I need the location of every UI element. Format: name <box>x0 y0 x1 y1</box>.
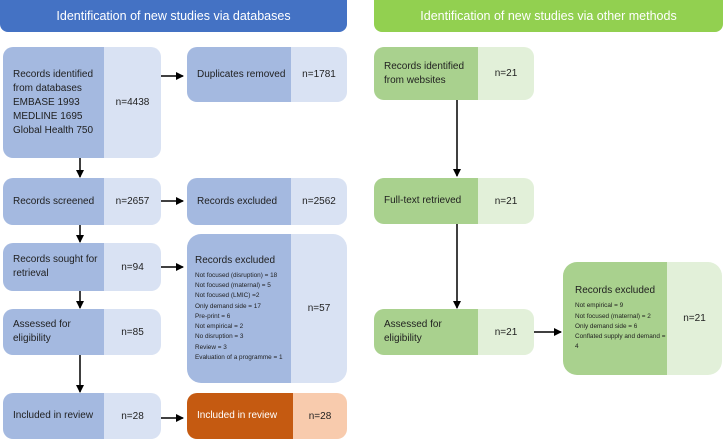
other-assessed-eligibility-n: n=21 <box>478 309 534 355</box>
reason-item: Not focused (maternal) = 5 <box>195 282 271 290</box>
other-assessed-eligibility-box: Assessed for eligibility n=21 <box>374 309 534 355</box>
records-identified-n: n=4438 <box>104 47 161 158</box>
records-excluded-label: Records excluded <box>197 195 278 207</box>
databases-header: Identification of new studies via databa… <box>0 0 347 32</box>
duplicates-removed-box: Duplicates removed n=1781 <box>187 47 347 102</box>
reason-item: No disruption = 3 <box>195 333 244 341</box>
assessed-eligibility-box: Assessed for eligibility n=85 <box>3 309 161 355</box>
reason-item: Review = 3 <box>195 343 227 351</box>
other-records-excluded-label: Records excluded <box>575 285 656 297</box>
reason-item: Only demand side = 17 <box>195 302 261 310</box>
records-excluded-reasons-box: Records excluded Not focused (disruption… <box>187 234 347 383</box>
included-review-label: Included in review <box>13 410 94 421</box>
assessed-eligibility-label: Assessed for eligibility <box>13 319 71 344</box>
included-review-n: n=28 <box>104 393 161 439</box>
reason-item: Not empirical = 2 <box>195 323 244 331</box>
records-excluded-n: n=2562 <box>291 178 347 225</box>
included-review-total-n: n=28 <box>293 393 347 439</box>
records-excluded-reasons-n: n=57 <box>291 234 347 383</box>
records-sought-n: n=94 <box>104 243 161 291</box>
records-screened-n: n=2657 <box>104 178 161 225</box>
records-identified-box: Records identified from databases EMBASE… <box>3 47 161 158</box>
duplicates-removed-n: n=1781 <box>291 47 347 102</box>
global-health-count: Global Health 750 <box>13 124 94 136</box>
fulltext-retrieved-n: n=21 <box>478 178 534 224</box>
reason-item: Not focused (disruption) = 18 <box>195 272 278 280</box>
reason-item: Not focused (maternal) = 2 <box>575 312 651 320</box>
fulltext-retrieved-box: Full-text retrieved n=21 <box>374 178 534 224</box>
records-excluded-reasons-label: Records excluded <box>195 255 276 267</box>
reason-item: Conflated supply and demand = 4 <box>575 333 666 351</box>
other-assessed-eligibility-label: Assessed for eligibility <box>384 319 442 344</box>
reason-item: Not focused (LMIC) =2 <box>195 292 260 300</box>
other-methods-header: Identification of new studies via other … <box>374 0 723 32</box>
reason-item: Evaluation of a programme = 1 <box>195 353 283 361</box>
websites-records-box: Records identified from websites n=21 <box>374 47 534 100</box>
other-records-excluded-n: n=21 <box>667 262 722 375</box>
records-screened-label: Records screened <box>13 195 95 207</box>
assessed-eligibility-n: n=85 <box>104 309 161 355</box>
records-identified-label: Records identified from databases <box>13 68 94 94</box>
records-excluded-box: Records excluded n=2562 <box>187 178 347 225</box>
medline-count: MEDLINE 1695 <box>13 110 83 122</box>
records-screened-box: Records screened n=2657 <box>3 178 161 225</box>
websites-records-n: n=21 <box>478 47 534 100</box>
reason-item: Only demand side = 6 <box>575 322 638 330</box>
included-review-box: Included in review n=28 <box>3 393 161 439</box>
other-records-excluded-box: Records excluded Not empirical = 9 Not f… <box>563 262 722 375</box>
records-sought-box: Records sought for retrieval n=94 <box>3 243 161 291</box>
included-review-total-box: Included in review n=28 <box>187 393 347 439</box>
duplicates-removed-label: Duplicates removed <box>197 68 286 80</box>
included-review-total-label: Included in review <box>197 410 278 421</box>
embase-count: EMBASE 1993 <box>13 96 80 108</box>
reason-item: Pre-print = 6 <box>195 312 231 320</box>
websites-records-label: Records identified from websites <box>384 60 465 86</box>
fulltext-retrieved-label: Full-text retrieved <box>384 195 462 206</box>
reason-item: Not empirical = 9 <box>575 302 624 310</box>
records-sought-label: Records sought for retrieval <box>13 254 98 279</box>
